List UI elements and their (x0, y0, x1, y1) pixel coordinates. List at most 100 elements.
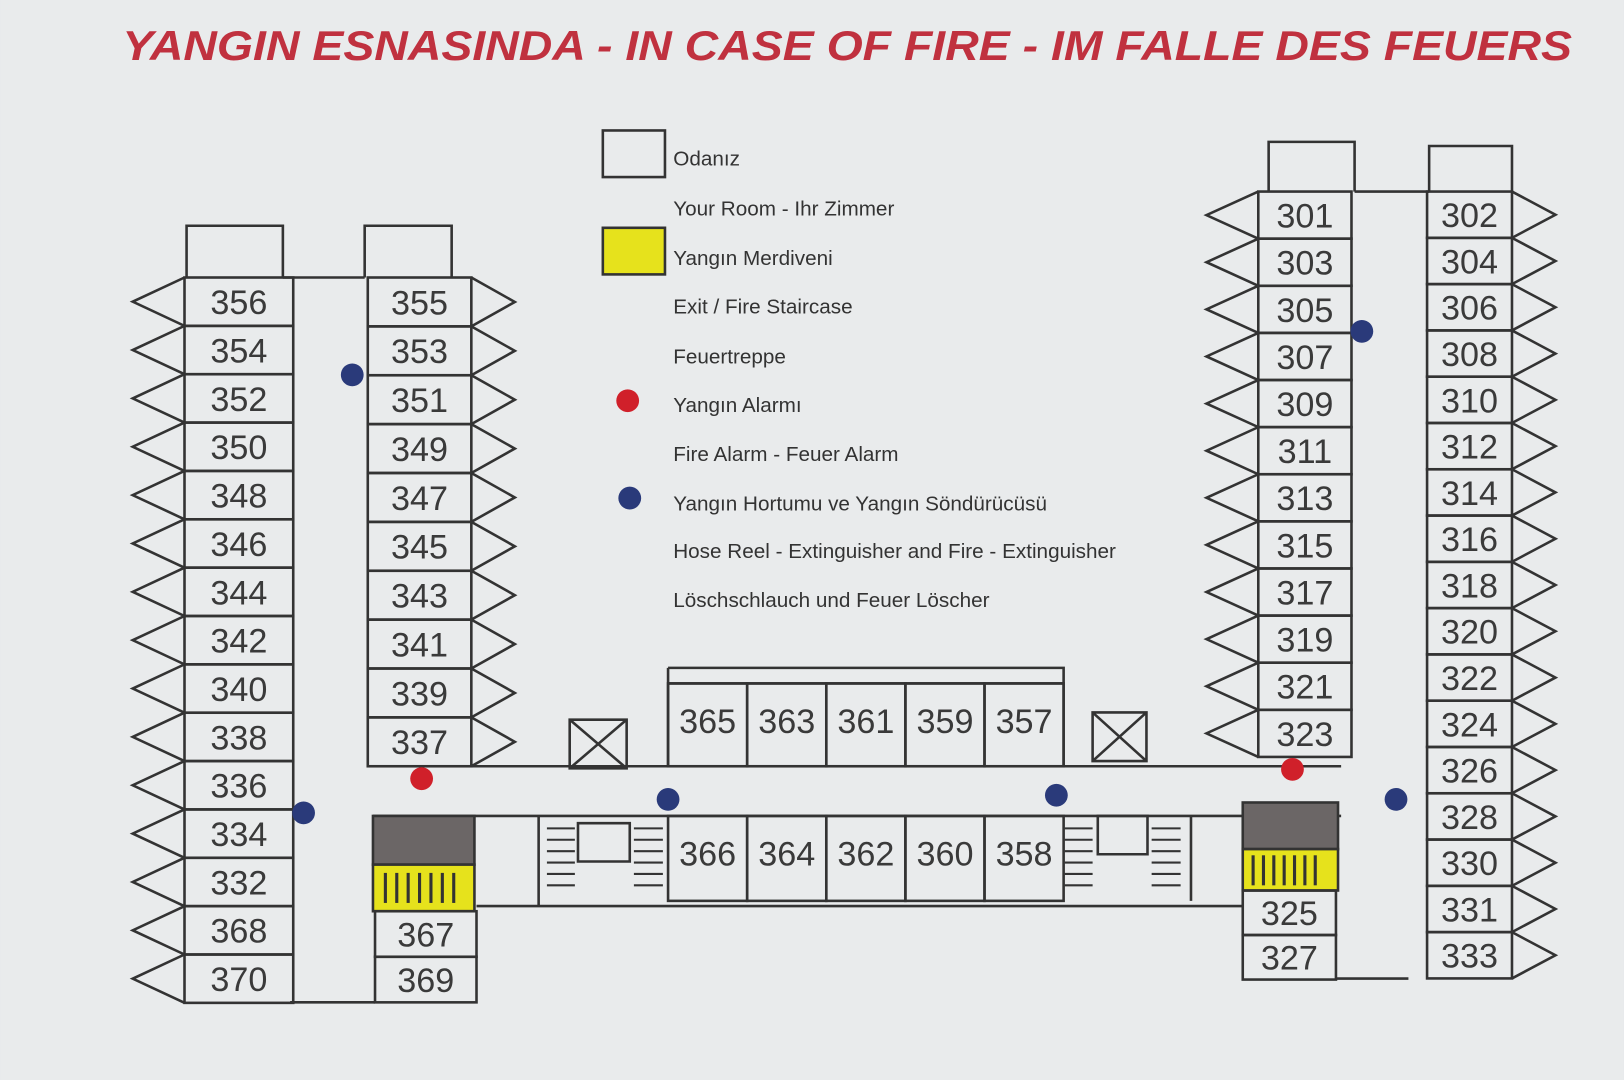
elevator-left (568, 718, 628, 770)
legend-hose-tr: Yangın Hortumu ve Yangın Söndürücüsü (673, 492, 1047, 515)
room-number: 323 (1276, 716, 1333, 754)
room-363[interactable]: 363 (745, 682, 828, 768)
room-number: 340 (210, 671, 267, 709)
room-number: 307 (1276, 339, 1333, 377)
hose-reel-icon (618, 486, 642, 510)
your-room-swatch (601, 129, 667, 179)
room-number: 326 (1441, 753, 1498, 791)
legend-room-tr: Odanız (673, 148, 740, 171)
room-360[interactable]: 360 (904, 814, 986, 903)
room-312[interactable]: 312 (1425, 421, 1559, 471)
room-337[interactable]: 337 (366, 716, 518, 768)
room-number: 361 (837, 703, 894, 741)
fire-alarm-icon (616, 389, 640, 413)
room-number: 353 (391, 333, 448, 371)
room-352[interactable]: 352 (129, 372, 295, 424)
room-343[interactable]: 343 (366, 569, 518, 621)
room-317[interactable]: 317 (1203, 567, 1353, 617)
room-number: 343 (391, 578, 448, 616)
legend-alarm-en: Fire Alarm - Feuer Alarm (673, 443, 898, 466)
hose-reel-icon (1350, 319, 1374, 343)
room-number: 370 (210, 961, 267, 999)
room-number: 306 (1441, 290, 1498, 328)
room-304[interactable]: 304 (1425, 236, 1559, 286)
room-324[interactable]: 324 (1425, 699, 1559, 749)
room-353[interactable]: 353 (366, 325, 518, 377)
room-349[interactable]: 349 (366, 422, 518, 475)
room-number: 317 (1276, 574, 1333, 612)
room-number: 349 (391, 431, 448, 469)
room-number: 325 (1261, 895, 1318, 933)
room-number: 363 (758, 703, 815, 741)
room-number: 316 (1441, 521, 1498, 559)
room-number: 356 (210, 284, 267, 322)
room-number: 365 (679, 703, 736, 741)
room-333[interactable]: 333 (1425, 930, 1559, 980)
room-number: 311 (1278, 433, 1332, 471)
room-309[interactable]: 309 (1203, 378, 1353, 429)
room-number: 341 (391, 626, 448, 664)
room-308[interactable]: 308 (1425, 329, 1559, 379)
room-359[interactable]: 359 (904, 682, 986, 768)
room-number: 319 (1276, 622, 1333, 660)
room-number: 303 (1276, 245, 1333, 283)
legend-hose-en: Hose Reel - Extinguisher and Fire - Exti… (673, 540, 1116, 563)
room-358[interactable]: 358 (983, 814, 1065, 903)
room-number: 318 (1441, 567, 1498, 605)
room-number: 368 (210, 913, 267, 951)
room-number: 312 (1441, 429, 1498, 467)
room-327[interactable]: 327 (1241, 933, 1338, 981)
room-number: 344 (210, 574, 267, 612)
room-number: 332 (210, 864, 267, 902)
room-number: 367 (397, 916, 454, 954)
room-306[interactable]: 306 (1425, 282, 1559, 332)
room-number: 336 (210, 768, 267, 806)
room-369[interactable]: 369 (373, 955, 478, 1004)
room-321[interactable]: 321 (1203, 661, 1353, 712)
room-348[interactable]: 348 (129, 469, 295, 521)
room-370[interactable]: 370 (129, 953, 295, 1005)
room-number: 330 (1441, 845, 1498, 883)
room-number: 302 (1441, 197, 1498, 235)
room-number: 352 (210, 381, 267, 419)
room-number: 364 (758, 836, 815, 874)
room-350[interactable]: 350 (129, 421, 295, 473)
room-number: 322 (1441, 660, 1498, 698)
room-number: 342 (210, 623, 267, 661)
room-310[interactable]: 310 (1425, 375, 1559, 425)
room-number: 309 (1276, 386, 1333, 424)
room-301[interactable]: 301 (1203, 190, 1353, 240)
room-315[interactable]: 315 (1203, 520, 1353, 570)
markers (292, 319, 1408, 825)
room-344[interactable]: 344 (129, 566, 295, 618)
legend-hose-de: Löschschlauch und Feuer Löscher (673, 589, 989, 612)
room-351[interactable]: 351 (366, 373, 518, 426)
room-number: 350 (210, 429, 267, 467)
room-323[interactable]: 323 (1203, 708, 1353, 759)
room-314[interactable]: 314 (1425, 467, 1559, 517)
room-338[interactable]: 338 (129, 711, 295, 763)
room-345[interactable]: 345 (366, 520, 518, 573)
room-328[interactable]: 328 (1425, 791, 1559, 841)
room-number: 315 (1276, 527, 1333, 565)
room-318[interactable]: 318 (1425, 560, 1559, 610)
room-number: 359 (916, 703, 973, 741)
room-number: 308 (1441, 336, 1498, 374)
fire-staircase-right (1241, 801, 1340, 892)
room-347[interactable]: 347 (366, 471, 518, 524)
room-number: 327 (1261, 940, 1318, 978)
legend-room-en: Your Room - Ihr Zimmer (673, 197, 894, 220)
room-354[interactable]: 354 (129, 324, 295, 376)
room-355[interactable]: 355 (366, 276, 518, 328)
legend: Odanız Your Room - Ihr Zimmer Yangın Mer… (601, 129, 1116, 612)
room-357[interactable]: 357 (983, 682, 1065, 768)
room-number: 321 (1276, 669, 1333, 707)
room-366[interactable]: 366 (666, 814, 749, 903)
room-368[interactable]: 368 (129, 904, 295, 956)
room-334[interactable]: 334 (129, 808, 295, 860)
room-319[interactable]: 319 (1203, 614, 1353, 664)
room-361[interactable]: 361 (824, 682, 907, 768)
hose-reel-icon (656, 787, 680, 811)
legend-stair-en: Exit / Fire Staircase (673, 296, 852, 319)
